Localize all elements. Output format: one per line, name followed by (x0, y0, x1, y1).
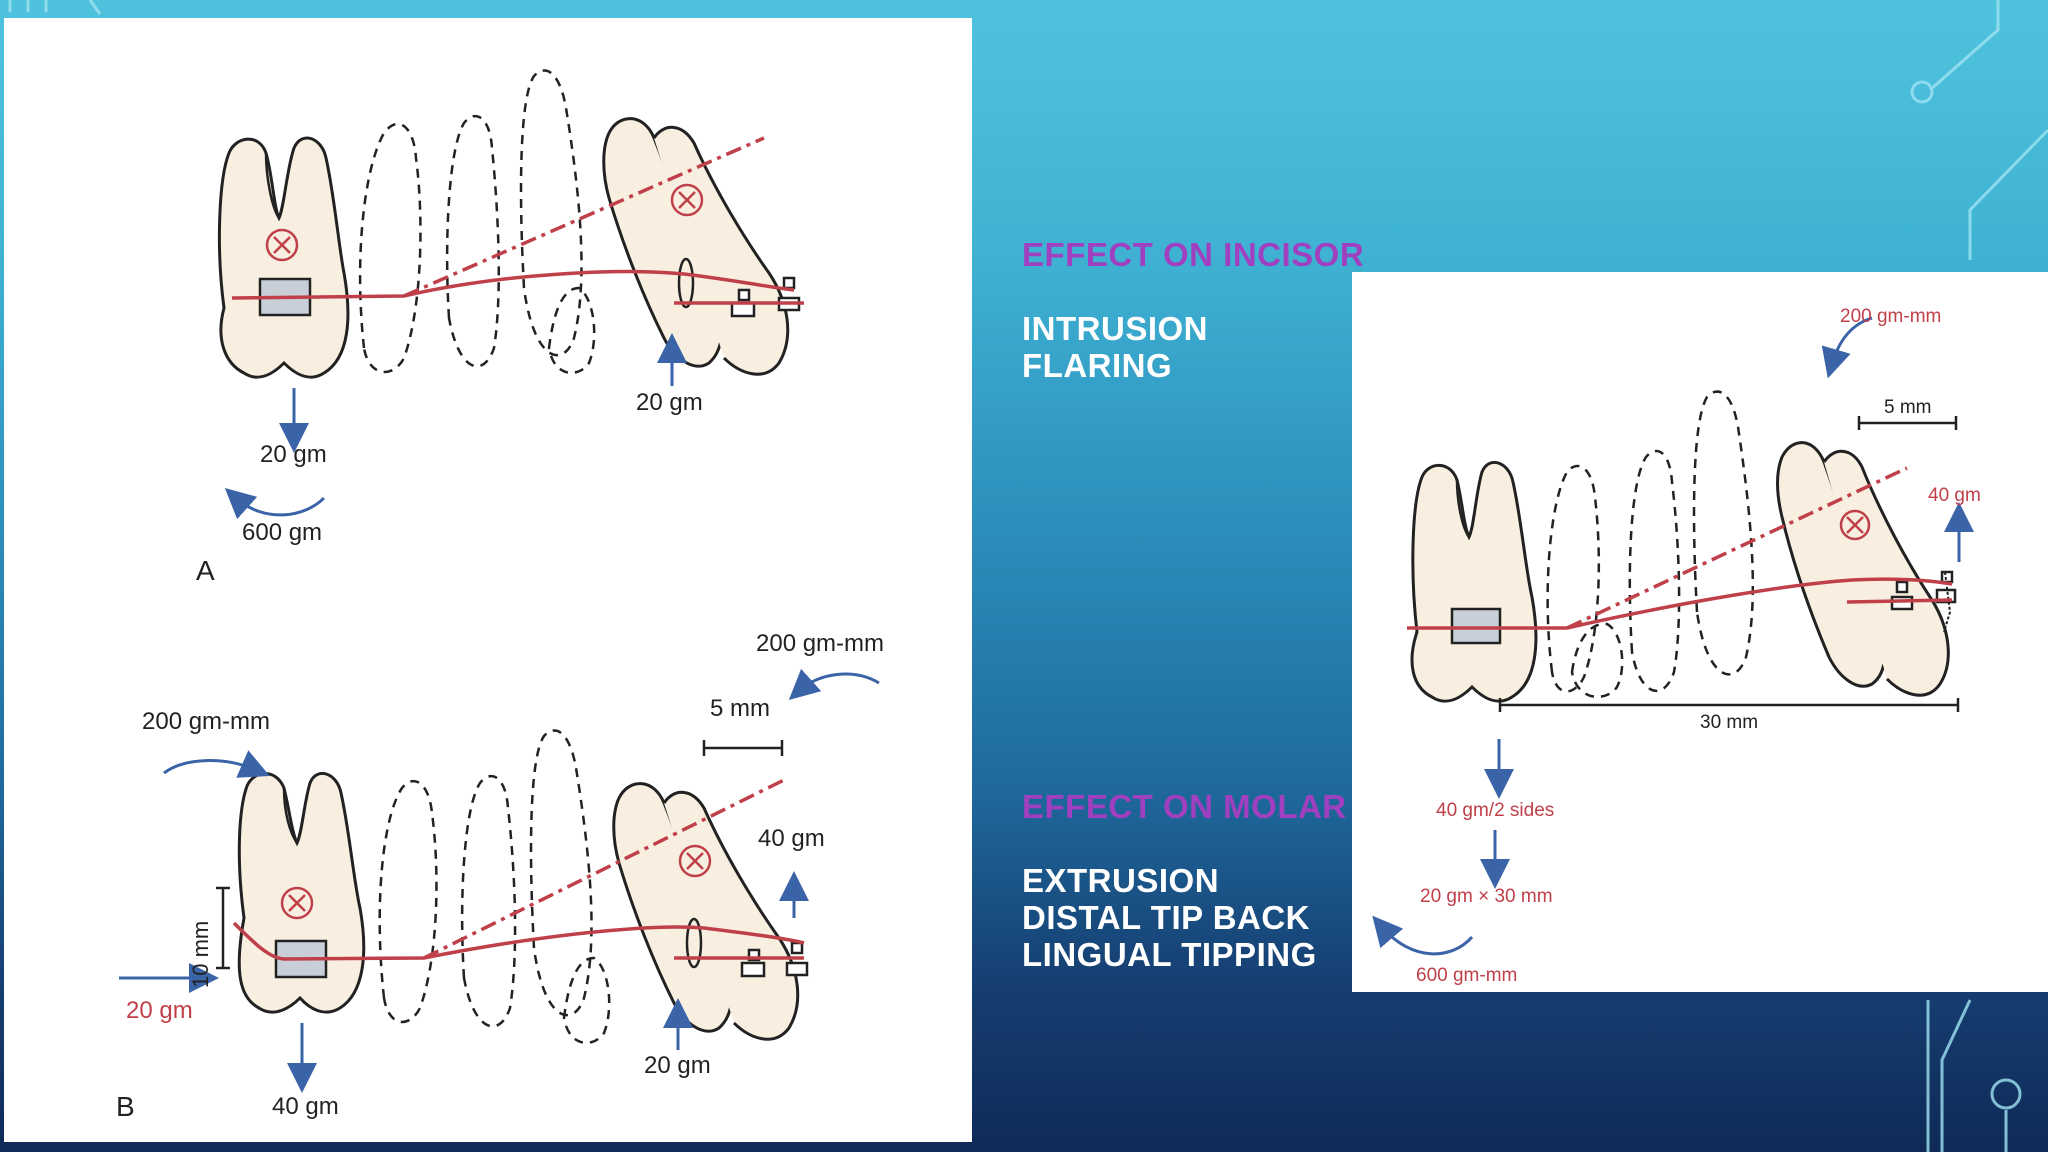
panel-b-horizontal-force: 20 gm (126, 997, 193, 1024)
panel-a-molar-moment: 600 gm (242, 519, 322, 546)
right-span: 30 mm (1700, 712, 1758, 733)
incisor-heading: EFFECT ON INCISOR (1022, 236, 1365, 273)
incisor-effect-2: FLARING (1022, 347, 1173, 384)
panel-b-moment-left: 200 gm-mm (142, 708, 270, 735)
right-distance: 5 mm (1884, 397, 1932, 418)
right-moment-calc: 20 gm × 30 mm (1420, 886, 1553, 907)
reference-line-a (403, 136, 765, 298)
figure-left-diagram: 20 gm 20 gm 600 gm A (116, 69, 884, 1122)
figure-left-panel: 20 gm 20 gm 600 gm A (4, 18, 972, 1142)
panel-b-distance: 5 mm (710, 695, 770, 722)
panel-b-incisor-force: 20 gm (644, 1052, 711, 1079)
panel-a-incisor-force: 20 gm (636, 389, 703, 416)
dashed-teeth (358, 69, 596, 375)
panel-a-molar-force: 20 gm (260, 441, 327, 468)
panel-a-diagram (217, 69, 804, 520)
panel-b-molar-force: 40 gm (272, 1093, 339, 1120)
archwire-a (231, 269, 795, 300)
panel-b-diagram (119, 668, 880, 1093)
center-resistance-icon (265, 228, 299, 262)
molar-tooth-a (217, 136, 350, 379)
right-molar-force: 40 gm/2 sides (1436, 800, 1554, 821)
right-molar-moment: 600 gm-mm (1416, 965, 1517, 986)
panel-b-incisor-force-up: 40 gm (758, 825, 825, 852)
panel-b-label: B (116, 1091, 135, 1122)
molar-effect-3: LINGUAL TIPPING (1022, 936, 1317, 973)
panel-b-vertical-distance: 10 mm (188, 921, 213, 988)
molar-effect-1: EXTRUSION (1022, 862, 1220, 899)
incisor-effect-1: INTRUSION (1022, 310, 1208, 347)
panel-a-label: A (196, 555, 215, 586)
right-moment: 200 gm-mm (1840, 306, 1941, 327)
molar-effect-2: DISTAL TIP BACK (1022, 899, 1311, 936)
figure-right-diagram: 200 gm-mm 5 mm 40 gm 30 mm 40 gm/2 sides… (1372, 306, 1981, 986)
right-incisor-force: 40 gm (1928, 485, 1981, 506)
molar-heading: EFFECT ON MOLAR (1022, 788, 1347, 825)
figure-right-panel: 200 gm-mm 5 mm 40 gm 30 mm 40 gm/2 sides… (1352, 272, 2048, 992)
panel-b-moment-right: 200 gm-mm (756, 630, 884, 657)
